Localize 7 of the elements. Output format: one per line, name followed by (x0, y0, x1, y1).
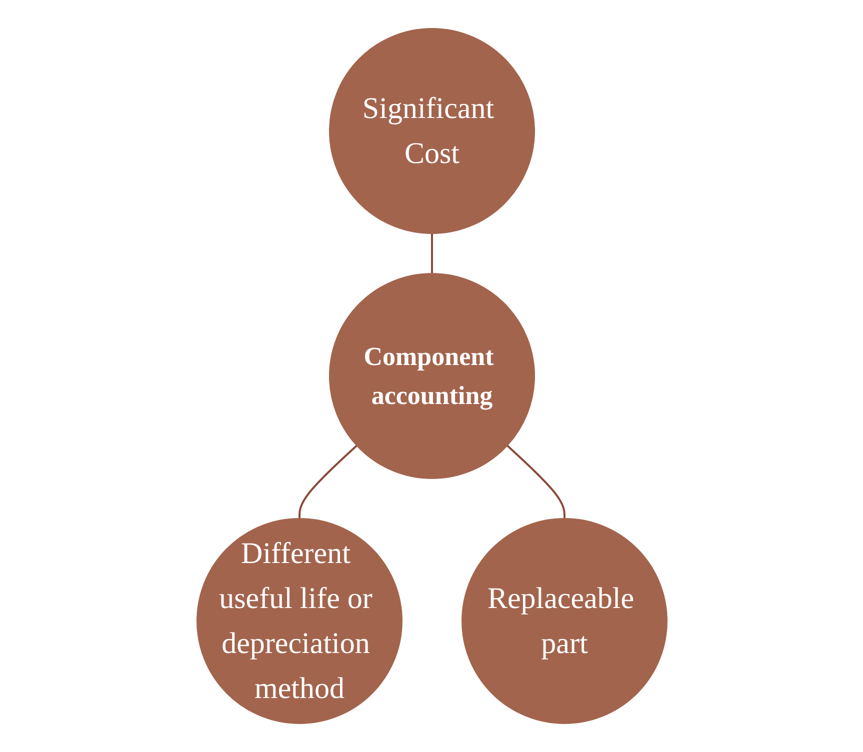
node-circle: Component accounting (328, 273, 534, 479)
connector (430, 234, 432, 274)
connector (506, 444, 565, 518)
node-circle: Significant Cost (328, 28, 534, 234)
node-circle: Different useful life or depreciation method (196, 518, 402, 724)
connector (298, 444, 357, 518)
node-circle: Replaceable part (461, 518, 667, 724)
